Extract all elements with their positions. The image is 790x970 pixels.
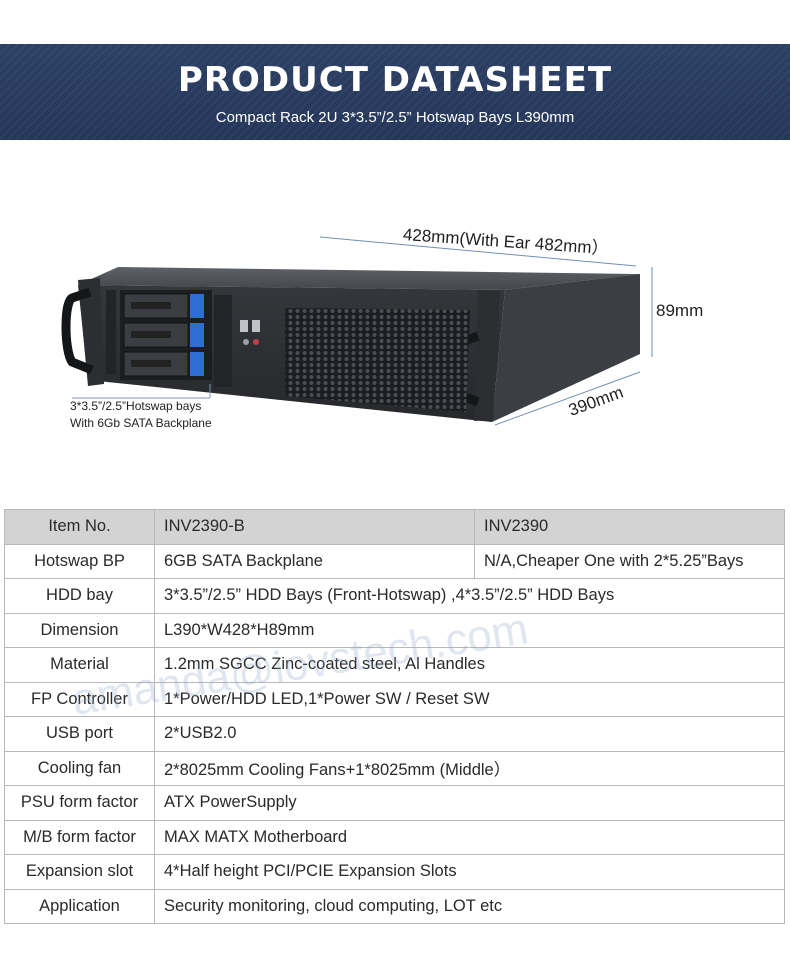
table-row: USB port 2*USB2.0 — [4, 716, 785, 752]
row-value: 6GB SATA Backplane — [154, 543, 475, 579]
usb-port — [252, 320, 260, 332]
row-label: PSU form factor — [4, 785, 155, 821]
row-value: ATX PowerSupply — [154, 785, 785, 821]
row-value: 1.2mm SGCC Zinc-coated steel, Al Handles — [154, 647, 785, 683]
spec-table: Item No. INV2390-B INV2390 Hotswap BP 6G… — [4, 509, 785, 924]
product-image: 428mm(With Ear 482mm） 89mm 390mm 3*3.5”/… — [0, 140, 790, 500]
hotswap-bays — [120, 290, 212, 380]
page-title: PRODUCT DATASHEET — [177, 60, 613, 100]
chassis-top — [78, 267, 640, 290]
table-row: M/B form factor MAX MATX Motherboard — [4, 819, 785, 855]
row-label: HDD bay — [4, 578, 155, 614]
row-value: 4*Half height PCI/PCIE Expansion Slots — [154, 854, 785, 890]
rack-ear-right — [474, 290, 500, 421]
row-value: N/A,Cheaper One with 2*5.25”Bays — [474, 543, 785, 579]
bay-callout-line2: With 6Gb SATA Backplane — [70, 416, 212, 430]
row-value: Security monitoring, cloud computing, LO… — [154, 888, 785, 924]
row-label: Hotswap BP — [4, 543, 155, 579]
row-label: Application — [4, 888, 155, 924]
table-row: Expansion slot 4*Half height PCI/PCIE Ex… — [4, 854, 785, 890]
table-row: Hotswap BP 6GB SATA Backplane N/A,Cheape… — [4, 543, 785, 579]
table-row: Dimension L390*W428*H89mm — [4, 612, 785, 648]
table-header-cell: INV2390-B — [154, 509, 475, 545]
row-label: Dimension — [4, 612, 155, 648]
table-row: FP Controller 1*Power/HDD LED,1*Power SW… — [4, 681, 785, 717]
rack-ear-left — [78, 278, 104, 386]
table-header-row: Item No. INV2390-B INV2390 — [4, 509, 785, 545]
row-value: L390*W428*H89mm — [154, 612, 785, 648]
table-row: Cooling fan 2*8025mm Cooling Fans+1*8025… — [4, 750, 785, 786]
handle-left — [61, 287, 94, 375]
chassis-side — [492, 274, 640, 422]
table-row: Material 1.2mm SGCC Zinc-coated steel, A… — [4, 647, 785, 683]
usb-port — [240, 320, 248, 332]
table-row: Application Security monitoring, cloud c… — [4, 888, 785, 924]
reset-button — [253, 339, 259, 345]
row-label: Expansion slot — [4, 854, 155, 890]
table-row: PSU form factor ATX PowerSupply — [4, 785, 785, 821]
row-label: USB port — [4, 716, 155, 752]
chassis-drawing — [61, 236, 653, 426]
depth-dimension-line — [494, 371, 641, 426]
table-row: HDD bay 3*3.5”/2.5” HDD Bays (Front-Hots… — [4, 578, 785, 614]
bay-callout: 3*3.5”/2.5”Hotswap bays With 6Gb SATA Ba… — [70, 398, 212, 432]
header-banner: PRODUCT DATASHEET Compact Rack 2U 3*3.5”… — [0, 44, 790, 140]
row-value: MAX MATX Motherboard — [154, 819, 785, 855]
row-label: FP Controller — [4, 681, 155, 717]
row-label: Cooling fan — [4, 750, 155, 786]
row-value: 1*Power/HDD LED,1*Power SW / Reset SW — [154, 681, 785, 717]
front-vent-grille — [285, 308, 470, 412]
row-label: M/B form factor — [4, 819, 155, 855]
table-header-cell: Item No. — [4, 509, 155, 545]
power-button — [243, 339, 249, 345]
row-value: 3*3.5”/2.5” HDD Bays (Front-Hotswap) ,4*… — [154, 578, 785, 614]
page-subtitle: Compact Rack 2U 3*3.5”/2.5” Hotswap Bays… — [215, 109, 575, 126]
row-value: 2*8025mm Cooling Fans+1*8025mm (Middle） — [154, 750, 785, 786]
row-label: Material — [4, 647, 155, 683]
row-value: 2*USB2.0 — [154, 716, 785, 752]
bay-callout-line1: 3*3.5”/2.5”Hotswap bays — [70, 399, 202, 413]
height-dimension-label: 89mm — [656, 301, 704, 320]
table-header-cell: INV2390 — [474, 509, 785, 545]
width-dimension-line — [319, 236, 637, 267]
